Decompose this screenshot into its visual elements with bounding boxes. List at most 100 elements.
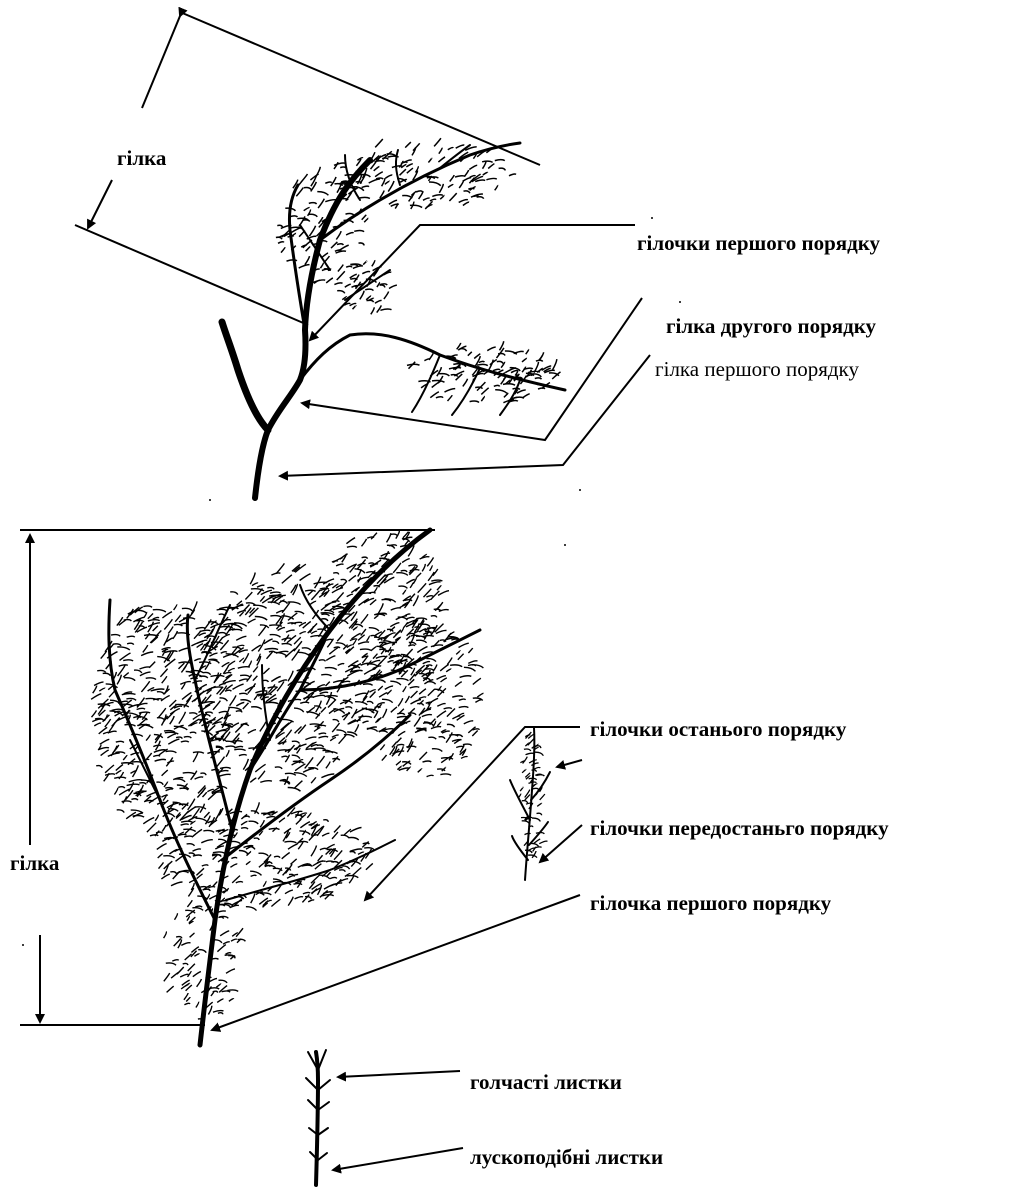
leaf-detail-leader-lines [333, 1071, 463, 1170]
scale-leaf-stroke [188, 719, 199, 726]
scale-leaf-stroke [174, 624, 183, 626]
scale-leaf-stroke [522, 358, 527, 362]
scale-leaf-stroke [230, 592, 238, 595]
scale-leaf-stroke [193, 715, 201, 720]
scale-leaf-stroke [369, 179, 380, 183]
scale-leaf-stroke [389, 633, 396, 635]
scale-leaf-stroke [164, 619, 172, 629]
scale-leaf-stroke [460, 676, 472, 678]
scale-leaf-stroke [355, 724, 359, 732]
scale-leaf-stroke [477, 693, 483, 697]
scale-leaf-stroke [303, 240, 312, 248]
scale-leaf-stroke [413, 595, 418, 606]
scale-leaf-stroke [236, 882, 243, 883]
scale-leaf-stroke [375, 172, 383, 177]
scale-leaf-stroke [240, 700, 251, 703]
scale-leaf-stroke [377, 305, 382, 312]
scale-leaf-stroke [254, 694, 258, 700]
scale-leaf-stroke [487, 347, 495, 351]
scale-leaf-stroke [218, 633, 226, 634]
scale-leaf-stroke [137, 708, 145, 709]
scale-leaf-stroke [459, 643, 469, 647]
scale-leaf-stroke [540, 794, 545, 800]
scale-leaf-stroke [277, 225, 282, 227]
scale-leaf-stroke [351, 265, 358, 267]
scale-leaf-stroke [411, 635, 420, 637]
scale-leaf-stroke [309, 203, 317, 204]
scale-leaf-stroke [332, 588, 343, 593]
scale-leaf-stroke [246, 907, 257, 911]
scale-leaf-stroke [179, 663, 185, 669]
scale-leaf-stroke [464, 667, 476, 671]
scale-leaf-stroke [245, 592, 252, 599]
scale-leaf-stroke [222, 991, 231, 992]
scale-leaf-stroke [477, 197, 484, 199]
scale-leaf-stroke [170, 872, 176, 874]
scale-leaf-stroke [407, 617, 415, 618]
scale-leaf-stroke [388, 661, 394, 663]
scale-leaf-stroke [331, 242, 337, 248]
scale-leaf-stroke [265, 694, 272, 695]
scale-leaf-stroke [341, 835, 349, 838]
scale-leaf-stroke [531, 788, 538, 789]
scale-leaf-stroke [330, 877, 337, 878]
scale-leaf-stroke [304, 208, 310, 211]
scale-leaf-stroke [436, 397, 443, 398]
scale-leaf-stroke [405, 696, 409, 703]
scale-leaf-stroke [150, 835, 158, 836]
scale-leaf-stroke [185, 954, 192, 960]
scale-leaf-stroke [332, 735, 339, 737]
scale-leaf-stroke [301, 174, 308, 183]
scale-leaf-stroke [150, 635, 158, 643]
scale-leaf-stroke [239, 755, 247, 756]
scale-leaf-stroke [267, 651, 273, 659]
scale-leaf-stroke [174, 604, 177, 610]
scale-leaf-stroke [382, 599, 391, 601]
scale-leaf-stroke [396, 761, 401, 765]
scale-leaf-stroke [300, 632, 306, 634]
scale-leaf-stroke [416, 191, 422, 192]
scale-leaf-stroke [195, 777, 204, 779]
scale-leaf-stroke [353, 640, 356, 645]
scale-leaf-stroke [304, 187, 312, 189]
scale-leaf-stroke [291, 859, 297, 865]
scale-leaf-stroke [524, 749, 531, 751]
scale-leaf-stroke [292, 755, 300, 758]
scale-leaf-stroke [175, 779, 185, 782]
scale-leaf-stroke [523, 394, 530, 398]
scale-leaf-stroke [167, 986, 174, 992]
scale-leaf-stroke [430, 565, 433, 570]
scale-leaf-stroke [280, 719, 294, 722]
scale-leaf-stroke [151, 689, 165, 691]
scale-leaf-stroke [249, 661, 252, 667]
scale-leaf-stroke [286, 630, 295, 632]
scale-leaf-stroke [336, 251, 346, 253]
scale-leaf-stroke [279, 818, 285, 822]
scale-leaf-stroke [236, 711, 242, 713]
scale-leaf-stroke [162, 676, 167, 683]
scale-leaf-stroke [537, 803, 542, 806]
scale-leaf-stroke [437, 585, 441, 590]
scale-leaf-stroke [164, 864, 169, 875]
scale-leaf-stroke [428, 698, 438, 704]
scale-leaf-stroke [318, 855, 323, 861]
scale-leaf-stroke [319, 736, 329, 738]
scale-leaf-stroke [501, 377, 506, 384]
scale-leaf-stroke [188, 964, 195, 971]
scale-leaf-stroke [196, 868, 204, 875]
scale-leaf-stroke [413, 143, 420, 150]
scale-leaf-stroke [317, 629, 326, 631]
scale-leaf-stroke [414, 717, 420, 727]
scale-leaf-stroke [488, 164, 494, 169]
scale-leaf-stroke [412, 147, 416, 155]
scale-leaf-stroke [300, 702, 309, 703]
scale-leaf-stroke [346, 538, 355, 544]
scale-leaf-stroke [333, 573, 339, 575]
scale-leaf-stroke [220, 767, 231, 768]
scale-leaf-stroke [535, 378, 542, 379]
scale-leaf-stroke [136, 610, 147, 613]
scale-leaf-stroke [183, 963, 188, 965]
scale-leaf-stroke [359, 243, 365, 245]
scale-leaf-stroke [397, 738, 402, 743]
